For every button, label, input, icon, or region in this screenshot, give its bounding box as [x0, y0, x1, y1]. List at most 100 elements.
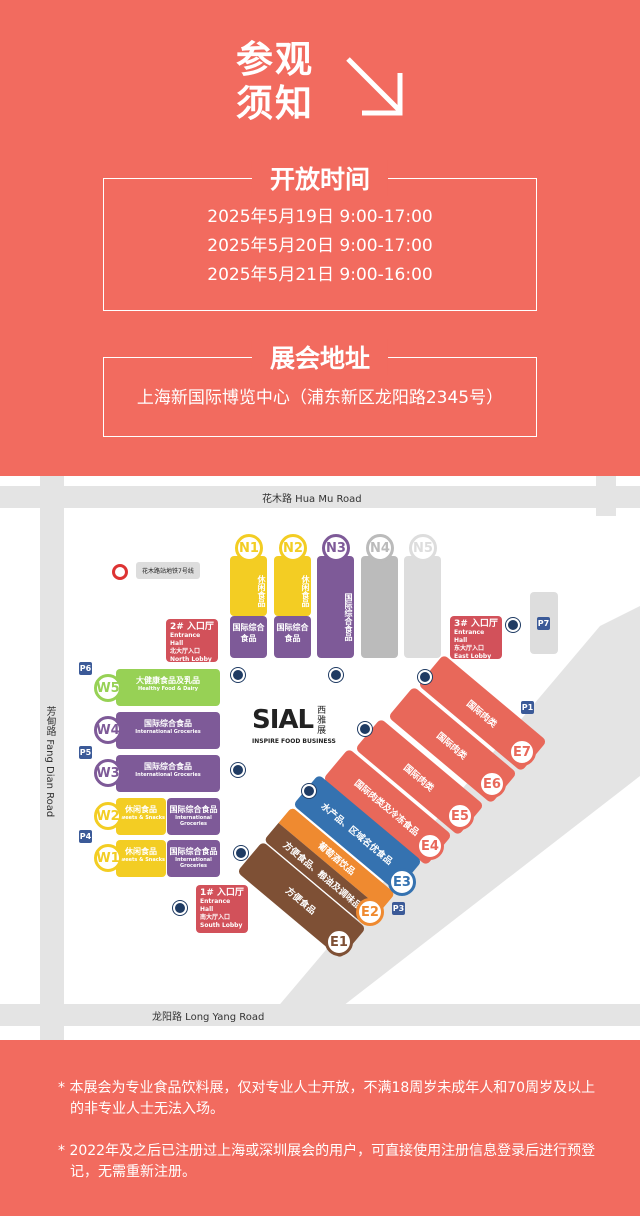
hall-n4[interactable]: [361, 556, 398, 658]
hours-box: 开放时间 2025年5月19日 9:00-17:00 2025年5月20日 9:…: [103, 160, 537, 311]
shuttle-bus-icon: [231, 763, 245, 777]
lobby-en: Entrance Hall: [454, 629, 485, 644]
hall-w2-en2: International Groceries: [175, 815, 212, 827]
shuttle-bus-icon: [418, 670, 432, 684]
sial-logo: SIAL: [252, 705, 314, 735]
sial-logo-cn: 西雅展: [317, 706, 327, 736]
shuttle-bus-icon: [329, 668, 343, 682]
badge-e5: E5: [446, 802, 474, 830]
hall-n1-bottom[interactable]: 国际综合食品: [230, 616, 267, 658]
lobby-number: 1# 入口厅: [200, 888, 244, 898]
road-fang-dian-en: Fang Dian Road: [44, 739, 55, 818]
title-line-2: 须知: [236, 82, 314, 125]
day-1: 2025年5月19日 9:00-17:00: [207, 207, 433, 227]
badge-e6: E6: [478, 770, 506, 798]
parking-p3: P3: [392, 902, 405, 915]
hall-w3-cn: 国际综合食品: [144, 762, 192, 771]
hall-n2-bottom[interactable]: 国际综合食品: [274, 616, 311, 658]
badge-e1: E1: [325, 928, 353, 956]
hall-w3-en: International Groceries: [135, 772, 201, 778]
hall-w1-cn2: 国际综合食品: [169, 847, 218, 856]
badge-w5: W5: [94, 674, 122, 702]
road-fang-dian: 芳甸路 Fang Dian Road: [42, 706, 57, 817]
title-line-1: 参观: [236, 38, 314, 81]
lobby-cn: 北大厅入口: [170, 648, 201, 655]
badge-n4: N4: [366, 534, 394, 562]
lobby-en2: East Lobby: [454, 653, 492, 660]
day-2: 2025年5月20日 9:00-17:00: [207, 236, 433, 256]
lobby-en2: South Lobby: [200, 922, 243, 929]
hall-w4-cn: 国际综合食品: [144, 719, 192, 728]
shuttle-bus-icon: [302, 784, 316, 798]
lobby-number: 2# 入口厅: [170, 622, 214, 632]
metro-label: 花木路站地铁7号线: [136, 562, 200, 579]
badge-e4: E4: [416, 832, 444, 860]
badge-n3: N3: [322, 534, 350, 562]
badge-e3: E3: [388, 868, 416, 896]
shuttle-bus-icon: [234, 846, 248, 860]
address-box: 展会地址 上海新国际博览中心（浦东新区龙阳路2345号）: [103, 339, 537, 437]
badge-w1: W1: [94, 844, 122, 872]
metro-icon: [112, 564, 128, 580]
notes: * 本展会为专业食品饮料展，仅对专业人士开放，不满18周岁未成年人和70周岁及以…: [58, 1078, 598, 1204]
hall-n1-top[interactable]: 休闲食品: [230, 556, 267, 616]
address-text: 上海新国际博览中心（浦东新区龙阳路2345号）: [136, 388, 504, 408]
note-1: * 本展会为专业食品饮料展，仅对专业人士开放，不满18周岁未成年人和70周岁及以…: [58, 1080, 596, 1117]
hours-title: 开放时间: [251, 160, 389, 196]
address-title: 展会地址: [251, 339, 389, 375]
hall-w5-cn: 大健康食品及乳品: [136, 676, 200, 685]
note-2: * 2022年及之后已注册过上海或深圳展会的用户，可直接使用注册信息登录后进行预…: [58, 1143, 596, 1180]
hall-w4-en: International Groceries: [135, 729, 201, 735]
hall-w1-en: Sweets & Snacks: [116, 857, 165, 863]
day-3: 2025年5月21日 9:00-16:00: [207, 265, 433, 285]
hall-w2-cn2: 国际综合食品: [169, 805, 218, 814]
badge-w2: W2: [94, 802, 122, 830]
shuttle-bus-icon: [358, 722, 372, 736]
hall-w2-en: Sweets & Snacks: [116, 815, 165, 821]
road-east-stub: [596, 476, 616, 516]
shuttle-bus-icon: [231, 668, 245, 682]
hall-n2-top[interactable]: 休闲食品: [274, 556, 311, 616]
road-hua-mu: 花木路 Hua Mu Road: [262, 494, 362, 505]
hall-w1-cn: 休闲食品: [125, 847, 157, 856]
badge-n1: N1: [235, 534, 263, 562]
road-north: [0, 486, 640, 508]
hall-w1-en2: International Groceries: [175, 857, 212, 869]
parking-p6: P6: [79, 662, 92, 675]
page-title: 参观须知: [236, 38, 314, 126]
parking-p7: P7: [537, 617, 550, 630]
lobby-cn: 东大厅入口: [454, 645, 485, 652]
badge-n2: N2: [279, 534, 307, 562]
road-long-yang: 龙阳路 Long Yang Road: [152, 1012, 265, 1023]
badge-n5: N5: [409, 534, 437, 562]
sial-logo-block: SIAL 西雅展 INSPIRE FOOD BUSINESS: [252, 706, 336, 746]
lobby-en: Entrance Hall: [170, 632, 201, 647]
badge-e2: E2: [356, 898, 384, 926]
sial-tagline: INSPIRE FOOD BUSINESS: [252, 738, 336, 745]
lobby-number: 3# 入口厅: [454, 619, 498, 629]
lobby-en: Entrance Hall: [200, 898, 231, 913]
parking-p1: P1: [521, 701, 534, 714]
lobby-cn: 南大厅入口: [200, 914, 231, 921]
shuttle-bus-icon: [506, 618, 520, 632]
road-fang-dian-cn: 芳甸路: [44, 706, 55, 736]
shuttle-bus-icon: [173, 901, 187, 915]
badge-w4: W4: [94, 716, 122, 744]
hall-w2-cn: 休闲食品: [125, 805, 157, 814]
lobby-en2: North Lobby: [170, 656, 212, 663]
road-west: [40, 476, 64, 1040]
venue-map: 花木路 Hua Mu Road 龙阳路 Long Yang Road 芳甸路 F…: [0, 476, 640, 1040]
badge-e7: E7: [508, 738, 536, 766]
hall-n5[interactable]: [404, 556, 441, 658]
hall-n3[interactable]: 国际综合食品: [317, 556, 354, 658]
